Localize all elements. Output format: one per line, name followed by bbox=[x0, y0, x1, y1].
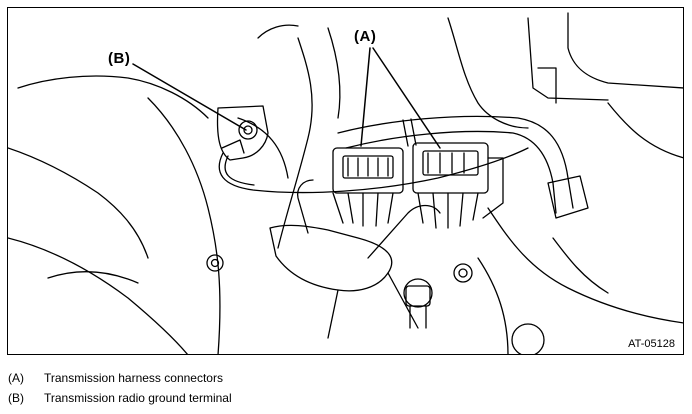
legend-key: (A) bbox=[8, 371, 24, 385]
figure-id: AT-05128 bbox=[628, 338, 675, 350]
ground-wire bbox=[218, 147, 529, 194]
callout-a: (A) bbox=[354, 28, 377, 45]
diagram-frame: (A) (B) AT-05128 bbox=[7, 7, 684, 355]
legend-key: (B) bbox=[8, 391, 24, 405]
callout-b: (B) bbox=[108, 50, 131, 67]
legend: (A) Transmission harness connectors (B) … bbox=[8, 368, 232, 408]
leader-lines bbox=[132, 47, 441, 149]
legend-item-a: (A) Transmission harness connectors bbox=[8, 368, 232, 388]
harness-connector-left bbox=[332, 147, 404, 227]
legend-text: Transmission harness connectors bbox=[44, 371, 223, 385]
engine-bay-illustration bbox=[8, 12, 683, 354]
harness-connector-right bbox=[412, 142, 504, 229]
legend-text: Transmission radio ground terminal bbox=[44, 391, 232, 405]
ground-terminal-bracket bbox=[216, 105, 269, 161]
body-panels bbox=[8, 12, 683, 354]
pipe-tube bbox=[337, 115, 589, 219]
harness-cover bbox=[269, 179, 441, 339]
legend-item-b: (B) Transmission radio ground terminal bbox=[8, 388, 232, 408]
bolts bbox=[206, 254, 545, 354]
